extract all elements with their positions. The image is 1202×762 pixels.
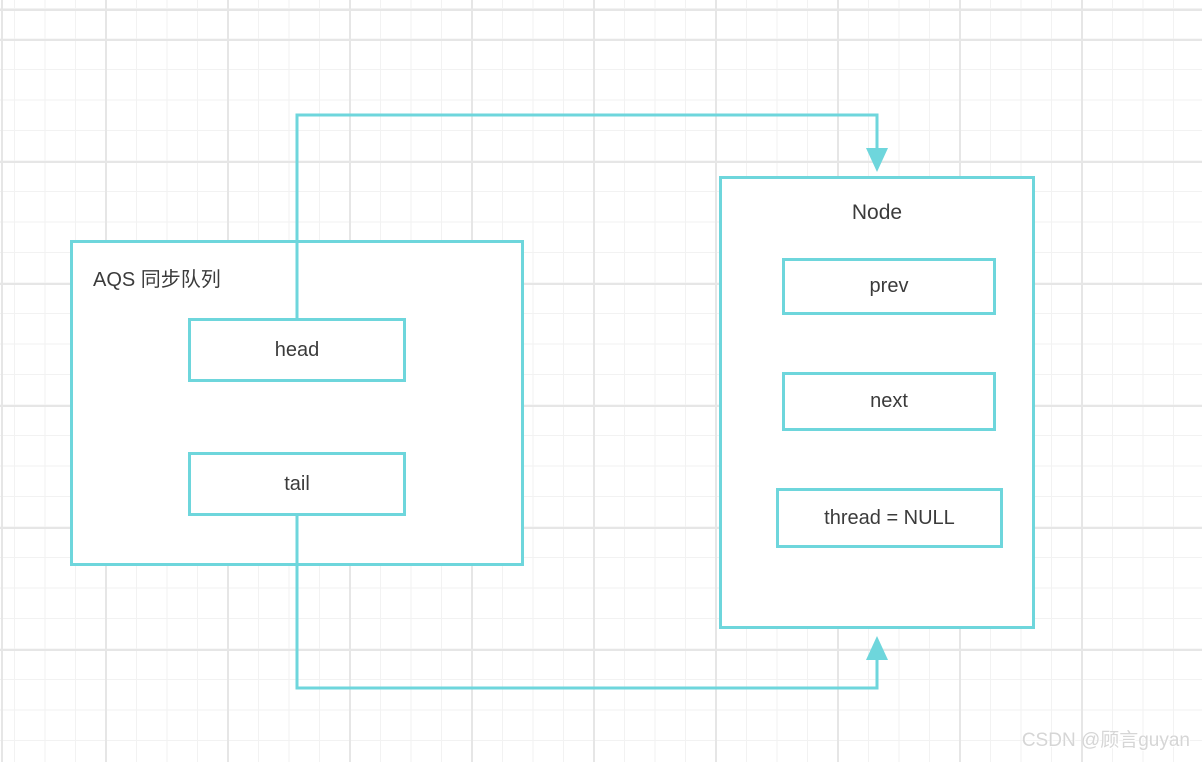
prev-field-label: prev bbox=[869, 275, 909, 297]
head-field: head bbox=[188, 318, 406, 382]
next-field: next bbox=[782, 372, 996, 431]
watermark-text: CSDN @顾言guyan bbox=[1021, 730, 1190, 751]
node-title: Node bbox=[851, 201, 903, 224]
tail-field-label: tail bbox=[284, 472, 310, 495]
aqs-queue-box: AQS 同步队列 bbox=[70, 240, 524, 566]
arrow-up-icon bbox=[866, 636, 888, 660]
tail-field: tail bbox=[188, 452, 406, 516]
arrow-down-icon bbox=[866, 148, 888, 172]
head-field-label: head bbox=[274, 338, 320, 361]
next-field-label: next bbox=[870, 390, 908, 412]
aqs-queue-title: AQS 同步队列 bbox=[93, 269, 221, 291]
prev-field: prev bbox=[782, 258, 996, 315]
thread-field: thread = NULL bbox=[776, 488, 1003, 548]
thread-field-label: thread = NULL bbox=[824, 506, 955, 529]
